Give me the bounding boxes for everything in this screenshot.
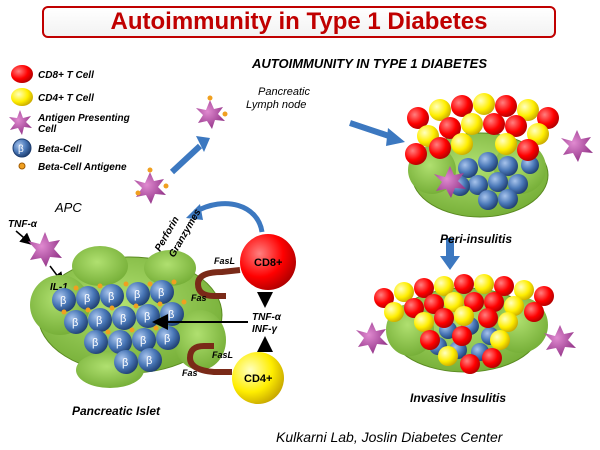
cd8-cell-label: CD8+ bbox=[254, 257, 282, 269]
fas-top-label: Fas bbox=[191, 293, 207, 303]
legend-beta-label: Beta-Cell bbox=[38, 144, 82, 155]
fas-bottom-label: Fas bbox=[182, 368, 198, 378]
tnf-mid-label: TNF-α bbox=[252, 312, 282, 323]
legend-antigen-swatch bbox=[18, 162, 26, 170]
legend-cd4-swatch bbox=[11, 88, 33, 106]
beta-symbol: β bbox=[60, 295, 66, 307]
peri-tcell-cluster bbox=[405, 93, 559, 165]
cd8-cell bbox=[240, 234, 296, 290]
pancreatic-islet-label: Pancreatic Islet bbox=[72, 404, 161, 418]
legend-cd4-label: CD4+ T Cell bbox=[38, 93, 94, 104]
legend-beta-swatch bbox=[12, 138, 32, 158]
apc-label: APC bbox=[54, 200, 82, 215]
apc-invasive-left bbox=[356, 322, 388, 354]
page-title: Autoimmunity in Type 1 Diabetes bbox=[110, 8, 488, 35]
lab-credit: Kulkarni Lab, Joslin Diabetes Center bbox=[276, 429, 504, 445]
cd4-cell bbox=[232, 352, 284, 404]
beta-symbol: β bbox=[168, 309, 174, 321]
antigen-dot bbox=[135, 190, 141, 196]
arrow-cd8-return bbox=[193, 201, 265, 233]
legend-beta-symbol: β bbox=[18, 144, 24, 155]
apc-islet bbox=[28, 232, 62, 267]
fas-receptor-bottom bbox=[186, 343, 232, 375]
legend: CD8+ T Cell CD4+ T Cell Antigen Presenti… bbox=[9, 65, 130, 173]
beta-symbol: β bbox=[134, 289, 140, 301]
arrow-lymph-to-peri bbox=[349, 120, 393, 140]
apc-migrating bbox=[134, 172, 166, 204]
beta-symbol: β bbox=[122, 357, 128, 369]
legend-apc-label-2: Cell bbox=[38, 124, 57, 135]
islet-beta-cells bbox=[52, 280, 184, 374]
legend-apc-icon bbox=[9, 110, 32, 135]
legend-cd8-swatch bbox=[11, 65, 33, 83]
fasl-top-label: FasL bbox=[214, 256, 235, 266]
title-banner: Autoimmunity in Type 1 Diabetes bbox=[42, 6, 556, 38]
apc-peri-left bbox=[434, 166, 466, 198]
arrow-peri-to-invasive-head bbox=[440, 256, 460, 270]
beta-symbol: β bbox=[164, 333, 170, 345]
antigen-dot bbox=[207, 95, 213, 101]
beta-symbol: β bbox=[96, 315, 102, 327]
fasl-bottom-label: FasL bbox=[212, 350, 233, 360]
antigen-dot bbox=[163, 183, 169, 189]
lymph-node-label-2: Lymph node bbox=[246, 99, 306, 111]
islet-beta-symbols: β β β β β β β β β β β β β β β β bbox=[60, 287, 174, 369]
beta-symbol: β bbox=[146, 355, 152, 367]
beta-symbol: β bbox=[144, 311, 150, 323]
apc-peri-right bbox=[561, 130, 593, 162]
invasive-tcell-cluster bbox=[374, 274, 554, 374]
cd4-cell-label: CD4+ bbox=[244, 373, 272, 385]
beta-symbol: β bbox=[72, 317, 78, 329]
lymph-node-label-1: Pancreatic bbox=[258, 86, 310, 98]
legend-apc-label-1: Antigen Presenting bbox=[37, 113, 130, 124]
subtitle: AUTOIMMUNITY IN TYPE 1 DIABETES bbox=[251, 56, 487, 71]
legend-antigen-label: Beta-Cell Antigene bbox=[38, 162, 127, 173]
arrow-apc-to-lymph bbox=[169, 143, 203, 175]
invasive-insulitis-label: Invasive Insulitis bbox=[410, 391, 506, 405]
islet-antigen-dots bbox=[61, 279, 187, 335]
arrow-apc-to-lymph-head bbox=[196, 136, 210, 152]
arrow-lymph-to-peri-head bbox=[386, 128, 405, 146]
tnf-left-label: TNF-α bbox=[8, 219, 38, 230]
apc-lymph-node bbox=[196, 100, 225, 129]
legend-cd8-label: CD8+ T Cell bbox=[38, 70, 94, 81]
beta-symbol: β bbox=[84, 293, 90, 305]
il1-label: IL-1 bbox=[50, 282, 68, 293]
beta-symbol: β bbox=[108, 291, 114, 303]
beta-symbol: β bbox=[116, 337, 122, 349]
arrow-cd8-return-head bbox=[186, 204, 203, 220]
fas-receptor-top bbox=[194, 267, 241, 299]
apc-invasive-right bbox=[544, 325, 576, 357]
inf-mid-label: INF-γ bbox=[252, 324, 278, 335]
antigen-dot bbox=[147, 167, 153, 173]
beta-symbol: β bbox=[92, 337, 98, 349]
peri-insulitis-label: Peri-insulitis bbox=[440, 232, 512, 246]
beta-symbol: β bbox=[140, 335, 146, 347]
beta-symbol: β bbox=[158, 287, 164, 299]
beta-symbol: β bbox=[120, 313, 126, 325]
antigen-dot bbox=[222, 111, 228, 117]
arrow-tnf-to-apc bbox=[15, 230, 33, 245]
